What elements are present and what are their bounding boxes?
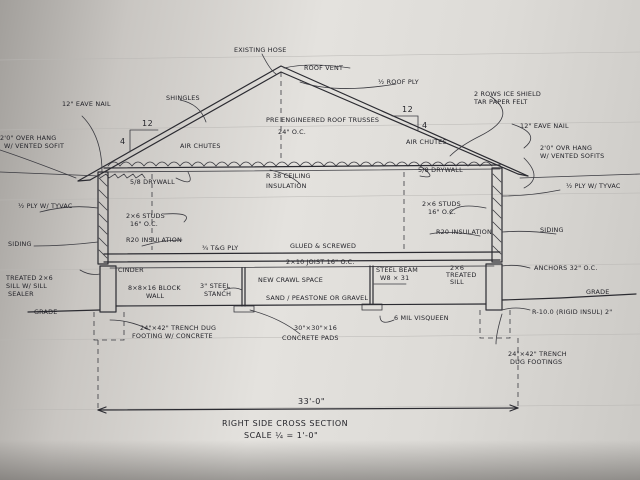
label-trench-2: FOOTING W/ CONCRETE (132, 332, 213, 340)
label-block-wall-2: WALL (146, 292, 165, 300)
label-trench-1: 24"×42" TRENCH DUG (140, 324, 216, 332)
label-r20-left: R20 INSULATION (126, 236, 182, 244)
label-ply-tyvac-right: ½ PLY W/ TYVAC (566, 182, 621, 190)
label-pitch-rise-right: 4 (422, 121, 428, 130)
label-air-chutes-right: AIR CHUTES (406, 138, 447, 146)
label-sand-gravel: SAND / PEASTONE OR GRAVEL (266, 294, 368, 302)
label-ceiling-insul-1: R 38 CEILING (266, 172, 311, 180)
roof (77, 65, 529, 182)
pitch-triangles (129, 115, 419, 153)
label-tar-paper: TAR PAPER FELT (473, 98, 528, 106)
label-r20-right: R20 INSULATION (436, 228, 492, 236)
label-treated-sill-right-3: SILL (450, 278, 464, 286)
label-studs-right-2: 16" O.C. (428, 208, 456, 216)
label-pads-1: 30"×30"×16 (294, 324, 337, 332)
label-tg-ply: ¾ T&G PLY (202, 244, 238, 252)
label-steel-beam-2: W8 × 31 (380, 274, 409, 282)
label-pitch-run-left: 12 (142, 119, 153, 128)
label-grade-left: GRADE (34, 308, 57, 316)
label-ceiling-insul-2: INSULATION (266, 182, 307, 190)
label-roof-vent: ROOF VENT (304, 64, 343, 72)
label-ice-shield: 2 ROWS ICE SHIELD (474, 90, 541, 98)
label-shingles: SHINGLES (166, 94, 200, 102)
ceiling-line (103, 164, 501, 169)
right-wall (491, 167, 503, 263)
label-siding-right: SIDING (540, 226, 564, 234)
ceiling-drywall (103, 168, 501, 173)
label-truss-spacing: 24" O.C. (278, 128, 306, 136)
label-eave-right: 12" EAVE NAIL (520, 122, 569, 130)
label-treated-sill-right-2: TREATED (445, 271, 477, 279)
label-anchors: ANCHORS 32" O.C. (534, 264, 598, 272)
grade-lines (0, 171, 640, 313)
label-glued-screwed: GLUED & SCREWED (290, 242, 356, 250)
label-crawl-space: NEW CRAWL SPACE (258, 276, 323, 284)
label-treated-sill-right-1: 2×6 (450, 264, 464, 272)
foundation (93, 263, 511, 341)
label-title: RIGHT SIDE CROSS SECTION (222, 419, 348, 428)
label-overhang-left-1: 2'0" OVER HANG (0, 134, 56, 142)
label-dimension: 33'-0" (298, 397, 325, 406)
label-rigid-insul: R-10.0 (RIGID INSUL) 2" (532, 308, 612, 316)
label-siding-left: SIDING (8, 240, 32, 248)
label-air-chutes-left: AIR CHUTES (180, 142, 221, 150)
paper-bottom-shadow (0, 440, 640, 480)
label-steel-stanch-1: 3" STEEL (200, 282, 230, 290)
label-studs-left-1: 2×6 STUDS (126, 212, 165, 220)
label-overhang-right-2: W/ VENTED SOFITS (540, 152, 604, 160)
label-pitch-rise-left: 4 (120, 137, 126, 146)
label-block-wall-1: 8×8×16 BLOCK (128, 284, 181, 292)
label-studs-right-1: 2×6 STUDS (422, 200, 461, 208)
label-drywall-left: 5/8 DRYWALL (130, 178, 175, 186)
label-overhang-right-1: 2'0" OVR HANG (540, 144, 592, 152)
label-steel-beam-1: STEEL BEAM (376, 266, 418, 274)
label-pitch-run-right: 12 (402, 105, 413, 114)
label-scale: SCALE ¼ = 1'-0" (244, 431, 318, 440)
label-eave-left: 12" EAVE NAIL (62, 100, 111, 108)
label-treated-left-1: TREATED 2×6 (5, 274, 53, 282)
label-studs-left-2: 16" O.C. (130, 220, 158, 228)
label-trusses: PRE ENGINEERED ROOF TRUSSES (266, 116, 379, 124)
label-ply-tyvac-left: ½ PLY W/ TYVAC (18, 202, 73, 210)
floor-system (103, 251, 501, 269)
left-wall (97, 171, 109, 265)
label-trench-right-1: 24"×42" TRENCH (508, 350, 567, 358)
label-cinder: CINDER (118, 266, 144, 274)
label-existing-hose: EXISTING HOSE (234, 46, 286, 54)
dimension-line (97, 404, 519, 414)
annotation-labels: EXISTING HOSE ROOF VENT ½ ROOF PLY 2 ROW… (0, 46, 621, 440)
label-treated-left-2: SILL W/ SILL (6, 282, 47, 290)
label-drywall-right: 5/8 DRYWALL (418, 166, 463, 174)
label-roof-ply: ½ ROOF PLY (378, 78, 419, 86)
label-pads-2: CONCRETE PADS (282, 334, 339, 342)
leader-lines (0, 53, 561, 345)
label-joist: 2×10 JOIST 16" O.C. (286, 258, 355, 266)
label-overhang-left-2: W/ VENTED SOFIT (4, 142, 64, 150)
label-trench-right-2: DUG FOOTINGS (510, 358, 562, 366)
label-treated-left-3: SEALER (8, 290, 34, 298)
label-vapor-barrier: 6 MIL VISQUEEN (394, 314, 449, 322)
label-grade-right: GRADE (586, 288, 609, 296)
label-steel-stanch-2: STANCH (204, 290, 231, 298)
